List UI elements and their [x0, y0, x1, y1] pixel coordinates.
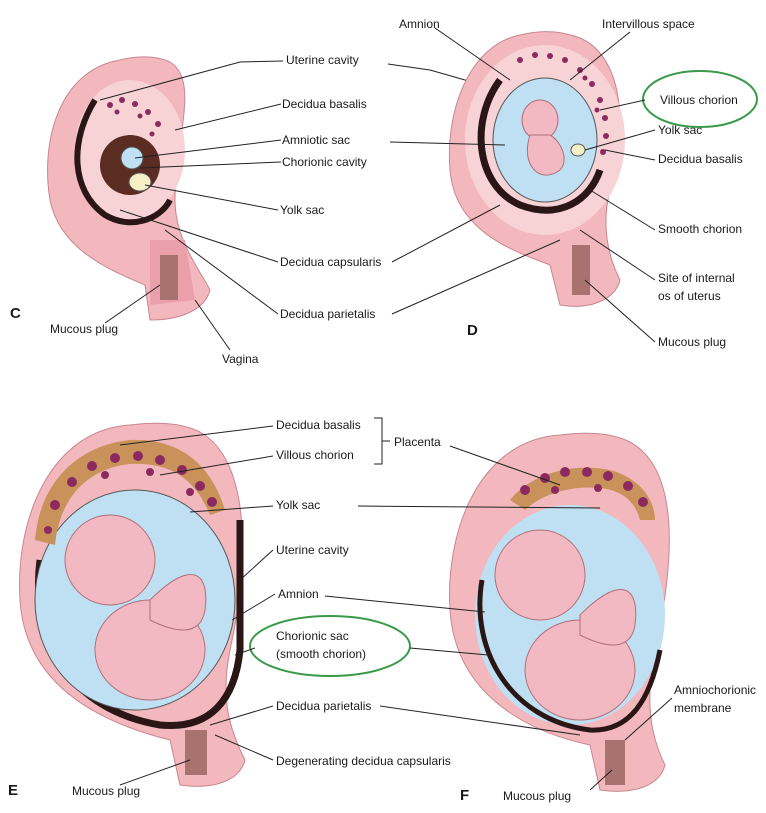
- label-e-placenta: Placenta: [394, 435, 441, 449]
- label-e-degenerating-decidua-capsularis: Degenerating decidua capsularis: [276, 754, 451, 768]
- highlight-chorionic-sac: [250, 616, 410, 676]
- label-d-site-internal-os-2: os of uterus: [658, 289, 721, 303]
- panel-letter-d: D: [467, 322, 478, 339]
- label-d-mucous-plug: Mucous plug: [658, 335, 726, 349]
- panel-d: D Amnion Intervillous space Villous chor…: [390, 17, 757, 349]
- label-c-yolk-sac: Yolk sac: [280, 203, 324, 217]
- label-e-mucous-plug: Mucous plug: [72, 784, 140, 798]
- panel-c: C Uterine cavity Decidua basalis Amnioti…: [10, 53, 500, 366]
- panel-letter-f: F: [460, 787, 469, 804]
- label-e-decidua-basalis: Decidua basalis: [276, 418, 361, 432]
- mucous-plug-e: [185, 730, 207, 775]
- label-e-villous-chorion: Villous chorion: [276, 448, 354, 462]
- label-c-vagina: Vagina: [222, 352, 259, 366]
- label-c-uterine-cavity: Uterine cavity: [286, 53, 359, 67]
- label-d-intervillous-space: Intervillous space: [602, 17, 695, 31]
- label-d-amnion: Amnion: [399, 17, 440, 31]
- label-f-amniochorionic-1: Amniochorionic: [674, 683, 756, 697]
- label-e-yolk-sac: Yolk sac: [276, 498, 320, 512]
- label-c-amniotic-sac: Amniotic sac: [282, 133, 350, 147]
- panel-f: F Amniochorionic membrane Mucous plug: [325, 433, 756, 804]
- label-c-decidua-parietalis: Decidua parietalis: [280, 307, 375, 321]
- label-d-site-internal-os-1: Site of internal: [658, 271, 735, 285]
- label-f-mucous-plug: Mucous plug: [503, 789, 571, 803]
- label-d-villous-chorion: Villous chorion: [660, 93, 738, 107]
- label-f-amniochorionic-2: membrane: [674, 701, 732, 715]
- label-e-amnion: Amnion: [278, 587, 319, 601]
- mucous-plug-f: [605, 740, 625, 785]
- panel-letter-c: C: [10, 305, 21, 322]
- label-d-decidua-basalis: Decidua basalis: [658, 152, 743, 166]
- label-c-decidua-capsularis: Decidua capsularis: [280, 255, 381, 269]
- mucous-plug-c: [160, 255, 178, 300]
- label-e-uterine-cavity: Uterine cavity: [276, 543, 349, 557]
- panel-e: E Decidua basalis Villous chorion Placen…: [8, 418, 451, 799]
- amniotic-sac-c: [121, 147, 143, 169]
- label-e-chorionic-sac-2: (smooth chorion): [276, 647, 366, 661]
- yolk-sac-c: [129, 173, 151, 191]
- label-c-chorionic-cavity: Chorionic cavity: [282, 155, 367, 169]
- mucous-plug-d: [572, 245, 590, 295]
- placenta-bracket: [374, 418, 390, 464]
- panel-letter-e: E: [8, 782, 18, 799]
- yolk-sac-d: [571, 144, 585, 156]
- label-d-smooth-chorion: Smooth chorion: [658, 222, 742, 236]
- label-c-mucous-plug: Mucous plug: [50, 322, 118, 336]
- label-e-decidua-parietalis: Decidua parietalis: [276, 699, 371, 713]
- label-c-decidua-basalis: Decidua basalis: [282, 97, 367, 111]
- label-e-chorionic-sac-1: Chorionic sac: [276, 629, 349, 643]
